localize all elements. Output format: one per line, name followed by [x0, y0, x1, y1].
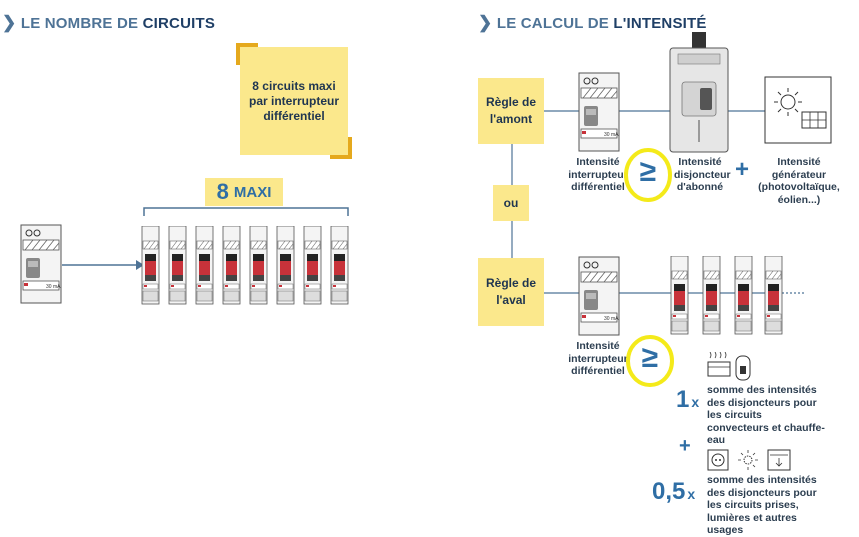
rcd-device-aval: 30 mA	[578, 256, 620, 336]
breaker-row-aval	[670, 256, 783, 335]
subscriber-breaker-device	[669, 32, 729, 153]
rcd-device-amont: 30 mA	[578, 72, 620, 152]
text-sum-sockets: somme des intensités des disjoncteurs po…	[707, 474, 817, 536]
note-corner-brackets	[236, 43, 352, 159]
highlight-circle-aval	[626, 335, 674, 387]
left-section-title: ❯ LE NOMBRE DE CIRCUITS	[2, 13, 216, 32]
svg-text:30 mA: 30 mA	[46, 284, 61, 290]
rcd-device-left: 30 mA	[20, 224, 62, 304]
solar-generator-icon	[764, 76, 832, 144]
breaker-group	[141, 225, 349, 305]
label-rcd-aval: Intensité interrupteur différentiel	[568, 340, 628, 377]
text-sum-heating: somme des intensités des disjoncteurs po…	[707, 384, 825, 446]
highlight-circle-amont	[624, 148, 672, 202]
socket-light-icons	[707, 449, 791, 471]
right-section-title: ❯ LE CALCUL DE L'INTENSITÉ	[478, 13, 707, 32]
arrow-rcd-to-breakers	[62, 260, 144, 270]
breaker-row-left	[141, 225, 351, 306]
svg-text:30 mA: 30 mA	[604, 316, 619, 322]
chevron-right-icon: ❯	[478, 13, 493, 32]
convector-heater-icon	[707, 352, 751, 381]
rule-or-box: ou	[493, 185, 529, 221]
label-subscriber-breaker: Intensité disjoncteur d'abonné	[674, 156, 731, 193]
circuits-note: 8 circuits maxi par interrupteur différe…	[240, 47, 348, 155]
chevron-right-icon: ❯	[2, 13, 17, 32]
rule-aval-box: Règle de l'aval	[478, 258, 544, 326]
label-rcd-amont: Intensité interrupteur différentiel	[568, 156, 628, 193]
geq-sign-amont: ≥	[639, 155, 657, 188]
label-generator: Intensité générateur (photovoltaïque, éo…	[758, 156, 840, 206]
plus-sign-aval: +	[679, 435, 691, 457]
rule-amont-box: Règle de l'amont	[478, 78, 544, 144]
plus-sign-amont: +	[735, 156, 750, 183]
max-brace	[143, 207, 349, 216]
svg-text:30 mA: 30 mA	[604, 132, 619, 138]
max-circuits-badge: 8 MAXI	[205, 178, 283, 206]
geq-sign-aval: ≥	[641, 341, 659, 374]
